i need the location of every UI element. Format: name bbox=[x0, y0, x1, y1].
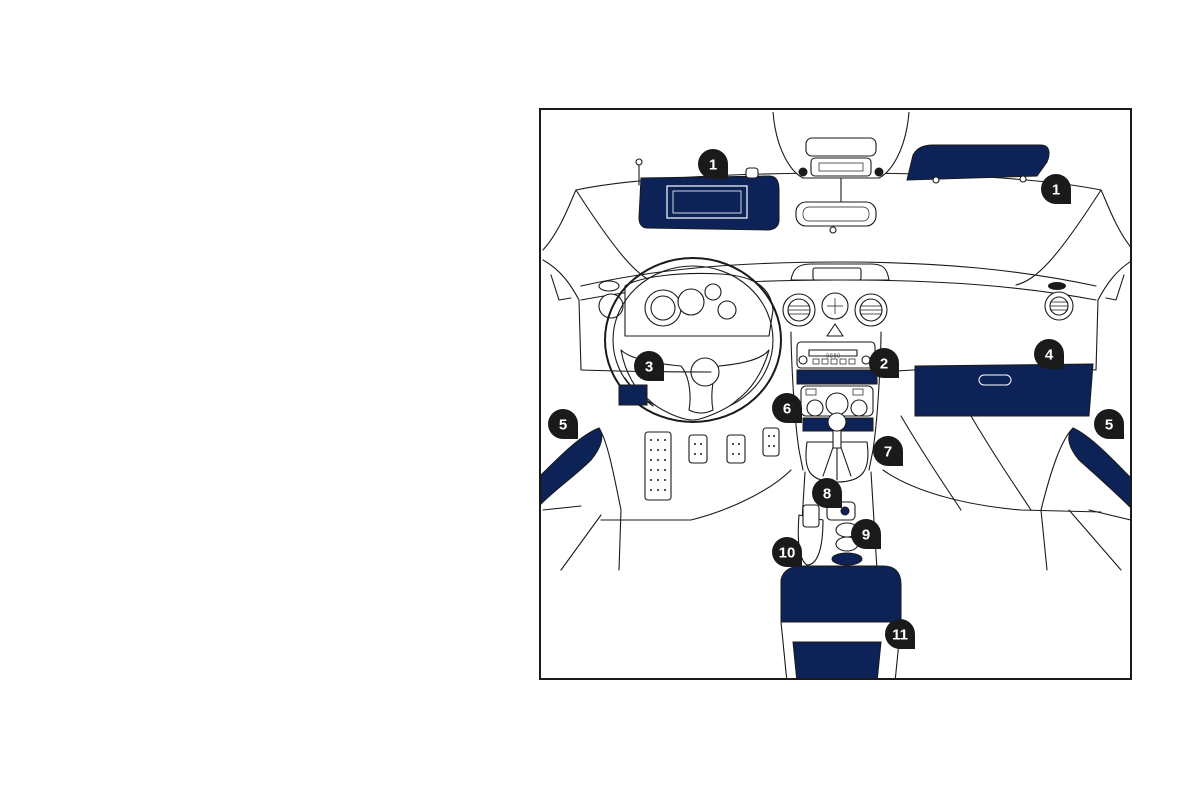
marker-label: 5 bbox=[1105, 417, 1113, 434]
steering-wheel-lower bbox=[619, 385, 647, 405]
door-pocket-right bbox=[1069, 428, 1132, 510]
radio-display: ▯▯▯▯ bbox=[826, 352, 840, 359]
climate-controls bbox=[801, 386, 873, 416]
glovebox bbox=[915, 364, 1093, 416]
instrument-cluster bbox=[625, 274, 773, 337]
marker-cup-holder: 9 bbox=[851, 519, 881, 549]
marker-centre-console-upper: 2 bbox=[869, 348, 899, 378]
marker-label: 6 bbox=[783, 401, 791, 418]
marker-label: 3 bbox=[645, 359, 653, 376]
marker-console-tray: 6 bbox=[772, 393, 802, 423]
marker-sun-visor-left: 1 bbox=[698, 149, 728, 179]
marker-label: 9 bbox=[862, 527, 870, 544]
marker-label: 1 bbox=[1052, 182, 1060, 199]
marker-door-pocket-right: 5 bbox=[1094, 409, 1124, 439]
central-display bbox=[791, 264, 889, 280]
marker-accessory-socket: 8 bbox=[812, 478, 842, 508]
sun-visor-right bbox=[907, 145, 1049, 183]
overhead-console bbox=[773, 112, 909, 178]
armrest bbox=[781, 566, 901, 680]
marker-label: 8 bbox=[823, 486, 831, 503]
marker-label: 1 bbox=[709, 157, 717, 174]
interior-diagram: ▯▯▯▯ bbox=[539, 108, 1132, 680]
hazard-icon bbox=[827, 324, 843, 336]
centre-console-upper bbox=[797, 370, 877, 384]
marker-door-pocket-left: 5 bbox=[548, 409, 578, 439]
marker-label: 10 bbox=[779, 545, 796, 562]
marker-label: 5 bbox=[559, 417, 567, 434]
marker-gear-lever: 7 bbox=[873, 436, 903, 466]
marker-label: 11 bbox=[892, 627, 908, 644]
marker-sun-visor-right: 1 bbox=[1041, 174, 1071, 204]
marker-label: 4 bbox=[1045, 347, 1054, 364]
marker-glovebox: 4 bbox=[1034, 339, 1064, 369]
marker-armrest: 11 bbox=[885, 619, 915, 649]
marker-label: 2 bbox=[880, 356, 888, 373]
rear-view-mirror bbox=[796, 178, 876, 233]
marker-label: 7 bbox=[884, 444, 892, 461]
marker-steering-wheel-lower: 3 bbox=[634, 351, 664, 381]
marker-bottle-holder: 10 bbox=[772, 537, 802, 567]
door-pocket-left bbox=[541, 428, 602, 504]
pedals bbox=[645, 428, 779, 500]
